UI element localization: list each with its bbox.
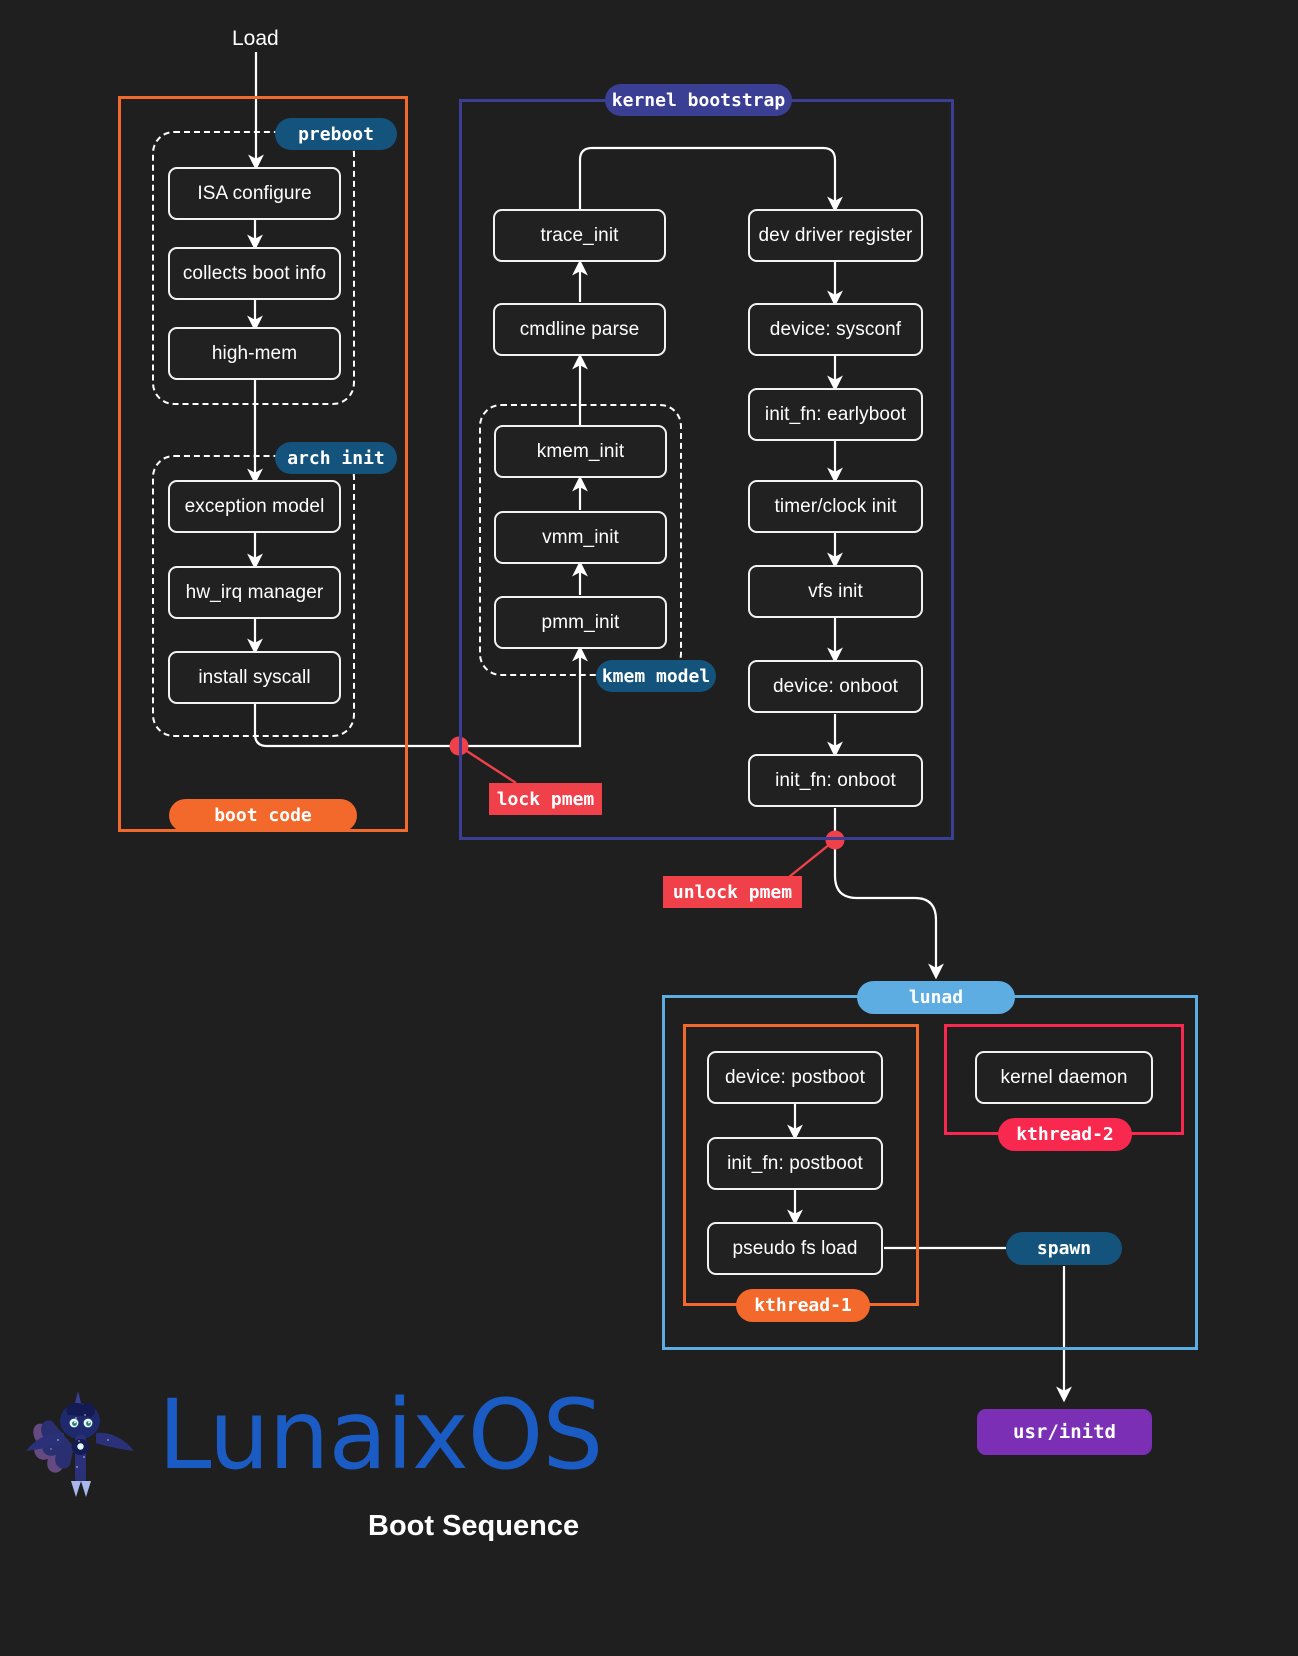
annotation-label: spawn [1036,1238,1092,1259]
group-label-kthread1: kthread-1 [736,1289,870,1322]
group-preboot [152,131,355,405]
logo-text: LunaixOS [158,1379,603,1491]
node-label: hw_irq manager [185,581,324,603]
group-label-kthread2: kthread-2 [998,1118,1132,1151]
node-label: ISA configure [197,182,312,204]
node-label: init_fn: postboot [727,1152,863,1174]
node-label: install syscall [198,666,311,688]
node-label: pmm_init [541,611,620,633]
group-label-text: kernel bootstrap [611,89,786,111]
node-label: pseudo fs load [732,1237,858,1259]
node-label: exception model [184,495,325,517]
group-label-text: kmem model [601,665,711,687]
node-label: init_fn: onboot [775,769,896,791]
group-label-kernel-bootstrap: kernel bootstrap [605,84,792,116]
annotation-unlock-pmem: unlock pmem [663,876,802,908]
annotation-label: lock pmem [496,788,595,810]
node-label: kernel daemon [1000,1066,1128,1088]
node-device-postboot[interactable]: device: postboot [707,1051,883,1104]
logo-wordmark: LunaixOS [158,1387,603,1483]
group-label-text: kthread-2 [1016,1124,1114,1145]
node-label: kmem_init [536,440,625,462]
group-kmem-model [479,404,682,676]
node-label: trace_init [540,224,619,246]
node-trace-init[interactable]: trace_init [493,209,666,262]
node-exception-model[interactable]: exception model [168,480,341,533]
annotation-spawn: spawn [1006,1232,1122,1265]
node-vfs-init[interactable]: vfs init [748,565,923,618]
node-label: timer/clock init [774,495,897,517]
annotation-lock-pmem: lock pmem [489,783,602,815]
entry-load-label: Load [232,27,279,51]
node-device-sysconf[interactable]: device: sysconf [748,303,923,356]
node-kernel-daemon[interactable]: kernel daemon [975,1051,1153,1104]
node-device-onboot[interactable]: device: onboot [748,660,923,713]
node-label: collects boot info [182,262,327,284]
luna-mascot-icon [26,1391,134,1497]
node-hw-irq-manager[interactable]: hw_irq manager [168,566,341,619]
node-init-fn-earlyboot[interactable]: init_fn: earlyboot [748,388,923,441]
group-label-arch-init: arch init [275,442,397,474]
group-label-lunad: lunad [857,981,1015,1014]
node-label: vmm_init [542,526,619,548]
group-label-text: preboot [298,123,374,145]
group-label-boot-code: boot code [169,799,357,832]
entry-load-text: Load [232,27,279,50]
node-pseudo-fs-load[interactable]: pseudo fs load [707,1222,883,1275]
node-init-fn-postboot[interactable]: init_fn: postboot [707,1137,883,1190]
group-label-preboot: preboot [275,118,397,150]
group-label-text: boot code [214,805,312,826]
page-title: Boot Sequence [368,1510,579,1543]
node-label: init_fn: earlyboot [764,403,907,425]
group-label-text: lunad [908,987,964,1008]
group-label-text: kthread-1 [754,1295,852,1316]
node-high-mem[interactable]: high-mem [168,327,341,380]
node-cmdline-parse[interactable]: cmdline parse [493,303,666,356]
node-usr-initd[interactable]: usr/initd [977,1409,1152,1455]
node-kmem-init[interactable]: kmem_init [494,425,667,478]
node-label: vfs init [808,580,863,602]
node-vmm-init[interactable]: vmm_init [494,511,667,564]
node-label: dev driver register [758,224,913,246]
group-label-kmem-model: kmem model [596,660,716,692]
lunaixos-logo: LunaixOS [18,1385,603,1500]
node-label: device: postboot [725,1066,865,1088]
group-arch-init [152,455,355,737]
node-init-fn-onboot[interactable]: init_fn: onboot [748,754,923,807]
node-label: cmdline parse [519,318,640,340]
node-isa-configure[interactable]: ISA configure [168,167,341,220]
node-timer-clock-init[interactable]: timer/clock init [748,480,923,533]
page-title-text: Boot Sequence [368,1510,580,1542]
node-label: device: onboot [773,675,898,697]
node-install-syscall[interactable]: install syscall [168,651,341,704]
node-dev-driver-register[interactable]: dev driver register [748,209,923,262]
node-label: usr/initd [1013,1421,1116,1443]
node-label: device: sysconf [769,318,902,340]
node-collects-boot-info[interactable]: collects boot info [168,247,341,300]
group-label-text: arch init [287,447,385,469]
node-label: high-mem [211,342,298,364]
node-pmm-init[interactable]: pmm_init [494,596,667,649]
annotation-label: unlock pmem [672,881,793,903]
